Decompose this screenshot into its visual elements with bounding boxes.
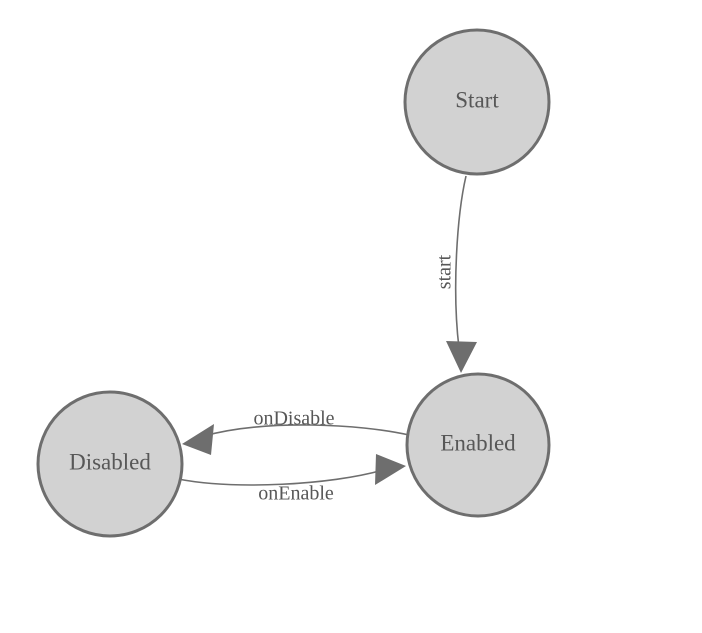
state-node-enabled[interactable]: Enabled xyxy=(405,372,551,518)
state-node-start-circle xyxy=(403,28,551,176)
edge-start-to-enabled[interactable]: start xyxy=(434,175,477,373)
edge-label-onenable: onEnable xyxy=(258,483,334,505)
state-node-start[interactable]: Start xyxy=(403,28,551,176)
state-node-disabled-label: Disabled xyxy=(69,449,151,474)
edge-enabled-to-disabled[interactable]: onDisable xyxy=(182,408,410,455)
edge-start-to-enabled-arrowhead xyxy=(446,341,477,373)
state-node-start-label: Start xyxy=(455,87,499,112)
edge-disabled-to-enabled-arrowhead xyxy=(375,454,406,485)
edge-disabled-to-enabled[interactable]: onEnable xyxy=(177,454,406,505)
state-node-enabled-label: Enabled xyxy=(440,430,516,455)
edge-label-start: start xyxy=(434,254,456,289)
state-node-enabled-circle xyxy=(405,372,551,518)
edge-start-to-enabled-line xyxy=(454,175,467,349)
edge-enabled-to-disabled-arrowhead xyxy=(182,424,214,455)
edge-enabled-to-disabled-line xyxy=(203,424,410,437)
edge-label-ondisable: onDisable xyxy=(253,408,334,430)
state-node-disabled-circle xyxy=(36,390,184,538)
edge-disabled-to-enabled-line xyxy=(177,469,384,486)
state-node-disabled[interactable]: Disabled xyxy=(36,390,184,538)
